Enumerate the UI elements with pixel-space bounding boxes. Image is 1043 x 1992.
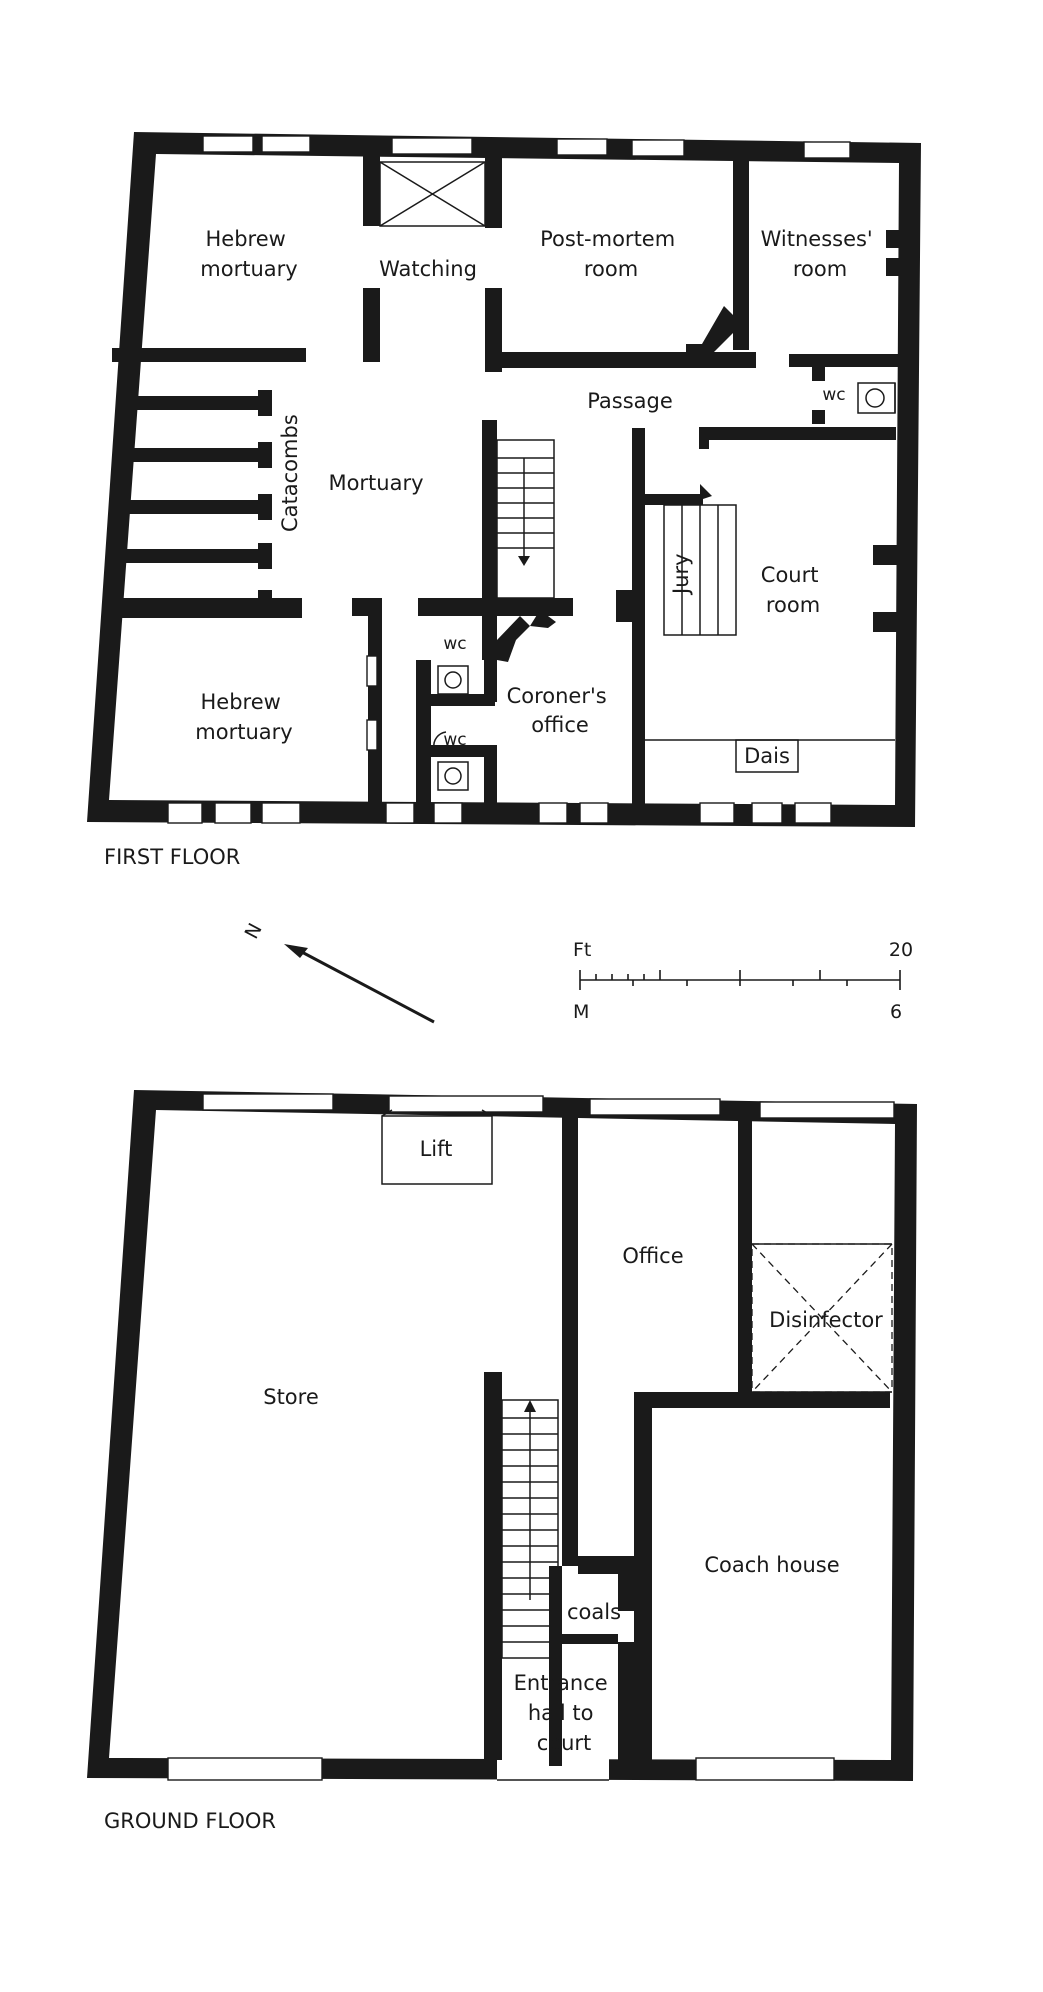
room-label-hebrew-mortuary-bottom: Hebrew mortuary (195, 690, 292, 744)
room-label-coach-house: Coach house (704, 1553, 839, 1577)
window (167, 1757, 323, 1781)
first-floor-plan: Hebrew mortuary Watching Post-mortem roo… (87, 132, 921, 869)
room-label-office: Office (622, 1244, 683, 1268)
legend: N Ft 20 (241, 920, 913, 1024)
window (391, 137, 473, 155)
scale-ticks-bottom (579, 980, 901, 990)
room-label-dais: Dais (744, 744, 790, 768)
room-label-post-mortem: Post-mortem room (540, 227, 682, 281)
room-label-wc-mid: wc (443, 634, 466, 654)
window (695, 1757, 835, 1781)
north-label: N (241, 920, 267, 943)
room-label-passage: Passage (587, 389, 673, 413)
window (167, 802, 203, 824)
window (699, 802, 735, 824)
room-label-hebrew-mortuary-top: Hebrew mortuary (200, 227, 297, 281)
first-floor-interior-walls (112, 152, 900, 805)
room-label-coroners-office: Coroner's office (507, 684, 614, 737)
room-label-disinfector: Disinfector (769, 1308, 883, 1332)
first-floor-title: FIRST FLOOR (104, 845, 240, 869)
ground-floor-stairs (502, 1400, 558, 1643)
scale-bar: Ft 20 M (573, 939, 913, 1023)
room-label-coals: coals (567, 1600, 621, 1624)
room-label-catacombs: Catacombs (278, 414, 302, 532)
window (631, 139, 685, 157)
first-floor-labels: Hebrew mortuary Watching Post-mortem roo… (195, 227, 880, 768)
window (794, 802, 832, 824)
scale-ticks-top (579, 970, 901, 980)
scale-m-max: 6 (890, 1001, 902, 1023)
room-label-witnesses: Witnesses' room (761, 227, 880, 281)
window (579, 802, 609, 824)
window (385, 802, 415, 824)
room-label-store: Store (263, 1385, 319, 1409)
window (538, 802, 568, 824)
first-floor-stairs (497, 457, 554, 566)
window (214, 802, 252, 824)
room-label-jury: Jury (669, 553, 693, 596)
window (202, 135, 254, 153)
ground-floor-interior-walls (381, 1109, 893, 1766)
room-label-court-room: Court room (761, 563, 825, 617)
ground-floor-plan: Lift Office Disinfector Store Coach hous… (87, 1090, 917, 1833)
room-label-entrance: Entrance hall to court (514, 1671, 615, 1755)
scale-m-label: M (573, 1001, 589, 1023)
window (388, 1095, 544, 1113)
window (261, 802, 301, 824)
ground-floor-labels: Lift Office Disinfector Store Coach hous… (263, 1137, 883, 1755)
ground-floor-title: GROUND FLOOR (104, 1809, 276, 1833)
scale-ft-max: 20 (889, 939, 913, 961)
window (202, 1093, 334, 1111)
window (261, 135, 311, 153)
room-label-watching: Watching (379, 257, 477, 281)
window (751, 802, 783, 824)
window (589, 1098, 721, 1116)
window (556, 138, 608, 156)
room-label-lift: Lift (420, 1137, 453, 1161)
room-label-wc-top: wc (822, 385, 845, 405)
scale-ft-label: Ft (573, 939, 591, 961)
window (433, 802, 463, 824)
room-label-wc-low: wc (443, 730, 466, 750)
window (803, 141, 851, 159)
room-label-mortuary: Mortuary (328, 471, 423, 495)
window (759, 1101, 895, 1119)
north-arrow-icon: N (241, 920, 435, 1024)
